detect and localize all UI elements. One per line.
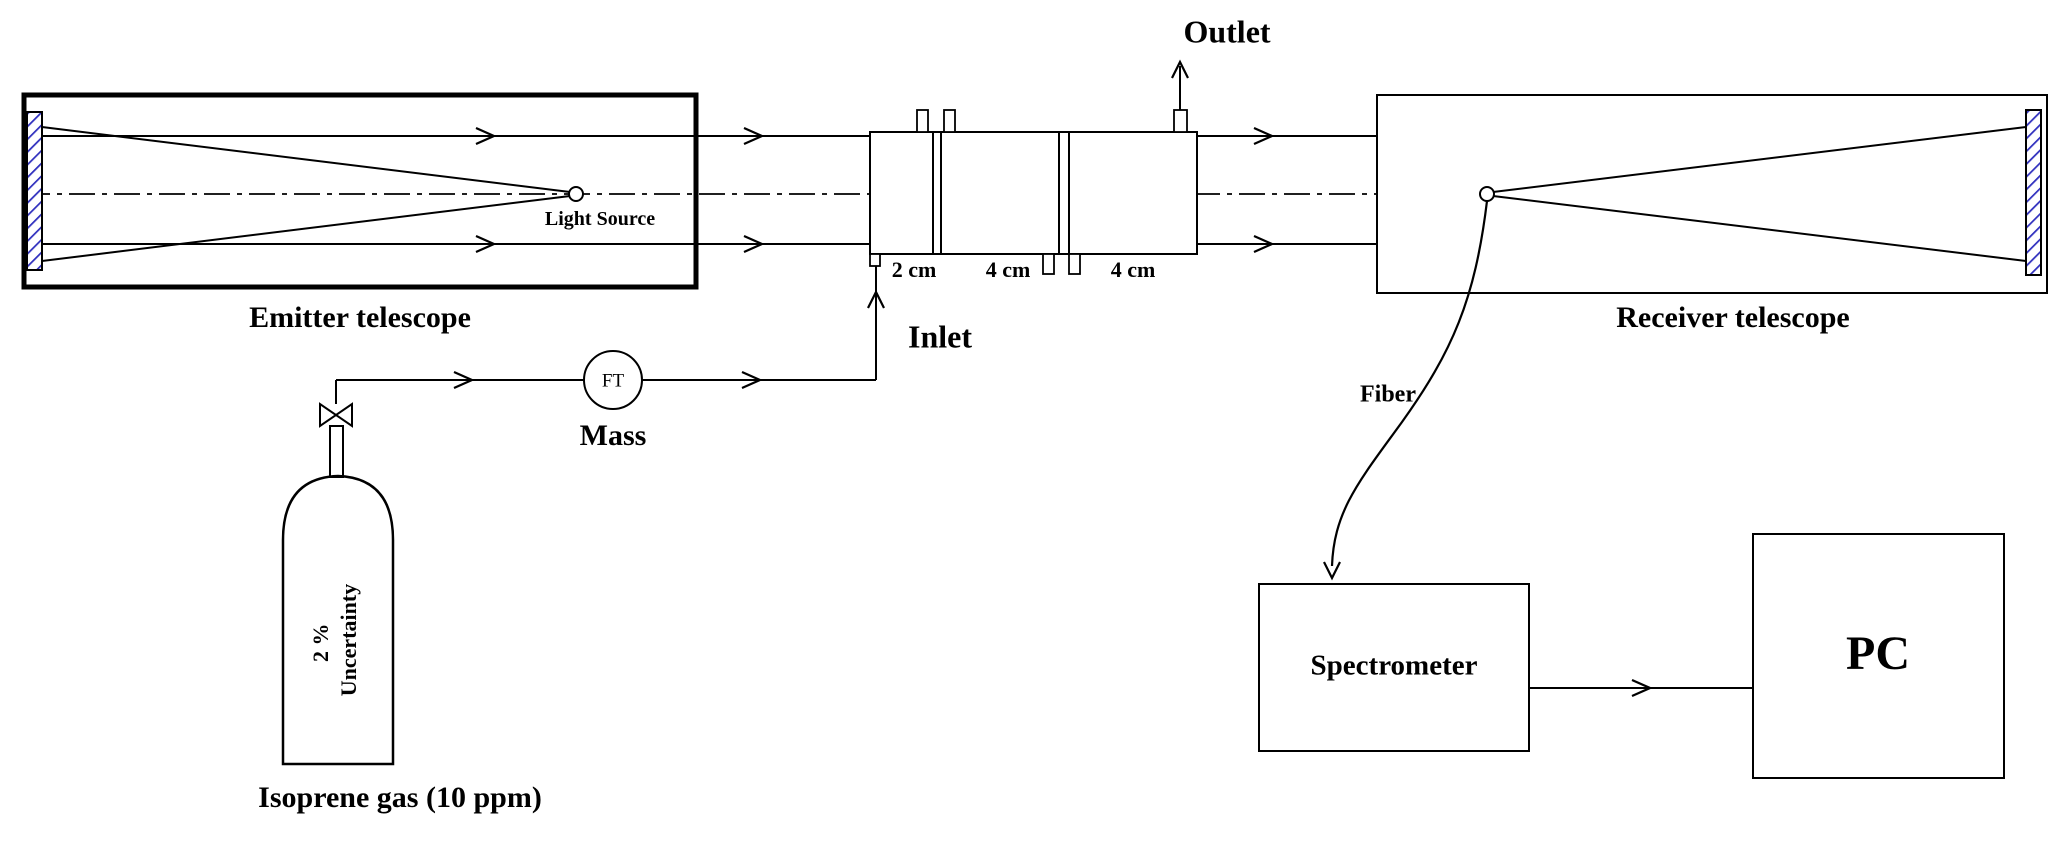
receiver-telescope: Receiver telescope bbox=[1376, 94, 2048, 334]
inlet-label: Inlet bbox=[908, 318, 972, 354]
beam-arrow bbox=[743, 126, 765, 146]
fiber-label: Fiber bbox=[1360, 382, 1416, 408]
pc-label: PC bbox=[1846, 627, 1910, 680]
beam-arrow bbox=[743, 234, 765, 254]
flow-meter-text: FT bbox=[602, 370, 625, 391]
receiver-ray-top bbox=[1492, 126, 2027, 193]
gas-cell: Outlet Inlet 2 cm 4 cm 4 cm bbox=[867, 13, 1271, 380]
receiver-ray-bottom bbox=[1492, 195, 2027, 262]
cylinder-neck bbox=[329, 425, 344, 478]
cell-top-port bbox=[943, 109, 956, 133]
emitter-telescope-label: Emitter telescope bbox=[249, 301, 471, 334]
emitter-telescope-box bbox=[21, 92, 699, 290]
fiber-arrow bbox=[1323, 561, 1341, 581]
beam-arrow bbox=[1253, 234, 1275, 254]
isoprene-gas-label: Isoprene gas (10 ppm) bbox=[258, 781, 542, 814]
inlet-arrow bbox=[867, 289, 885, 309]
valve bbox=[319, 402, 353, 428]
light-source bbox=[568, 186, 584, 202]
gas-cell-body bbox=[869, 131, 1198, 255]
emitter-ray-top bbox=[41, 126, 571, 193]
light-source-label: Light Source bbox=[545, 208, 655, 230]
cell-bottom-port bbox=[1042, 253, 1055, 275]
spectrometer-to-pc-arrow bbox=[1631, 678, 1653, 698]
detection-chain: Fiber Spectrometer PC bbox=[1258, 200, 2005, 779]
spectrometer-box bbox=[1258, 583, 1530, 752]
mass-label: Mass bbox=[580, 419, 647, 452]
pc-box bbox=[1752, 533, 2005, 779]
cell-section-label: 4 cm bbox=[1111, 257, 1156, 282]
receiver-focus bbox=[1479, 186, 1495, 202]
cylinder-uncertainty-label: 2 % Uncertainty bbox=[308, 584, 361, 696]
outlet-arrow bbox=[1171, 59, 1189, 79]
gas-supply: 2 % Uncertainty Isoprene gas (10 ppm) FT… bbox=[258, 350, 876, 814]
spectrometer-label: Spectrometer bbox=[1311, 650, 1478, 682]
outlet-port bbox=[1173, 109, 1188, 133]
fiber-cable bbox=[1330, 200, 1489, 567]
pipe-arrow bbox=[453, 370, 475, 390]
receiver-telescope-label: Receiver telescope bbox=[1616, 301, 1849, 334]
emitter-ray-bottom bbox=[41, 195, 571, 262]
cell-top-port bbox=[916, 109, 929, 133]
cell-bottom-port bbox=[1068, 253, 1081, 275]
inlet-port bbox=[869, 253, 881, 267]
beam-arrow bbox=[475, 126, 497, 146]
pipe-arrow bbox=[741, 370, 763, 390]
emitter-telescope: Light Source Emitter telescope bbox=[21, 92, 699, 334]
cell-section-label: 4 cm bbox=[986, 257, 1031, 282]
outlet-label: Outlet bbox=[1183, 13, 1270, 49]
receiver-mirror bbox=[2025, 109, 2042, 276]
beam-arrow bbox=[1253, 126, 1275, 146]
cell-section-label: 2 cm bbox=[892, 257, 937, 282]
emitter-mirror bbox=[26, 111, 43, 271]
beam-arrow bbox=[475, 234, 497, 254]
